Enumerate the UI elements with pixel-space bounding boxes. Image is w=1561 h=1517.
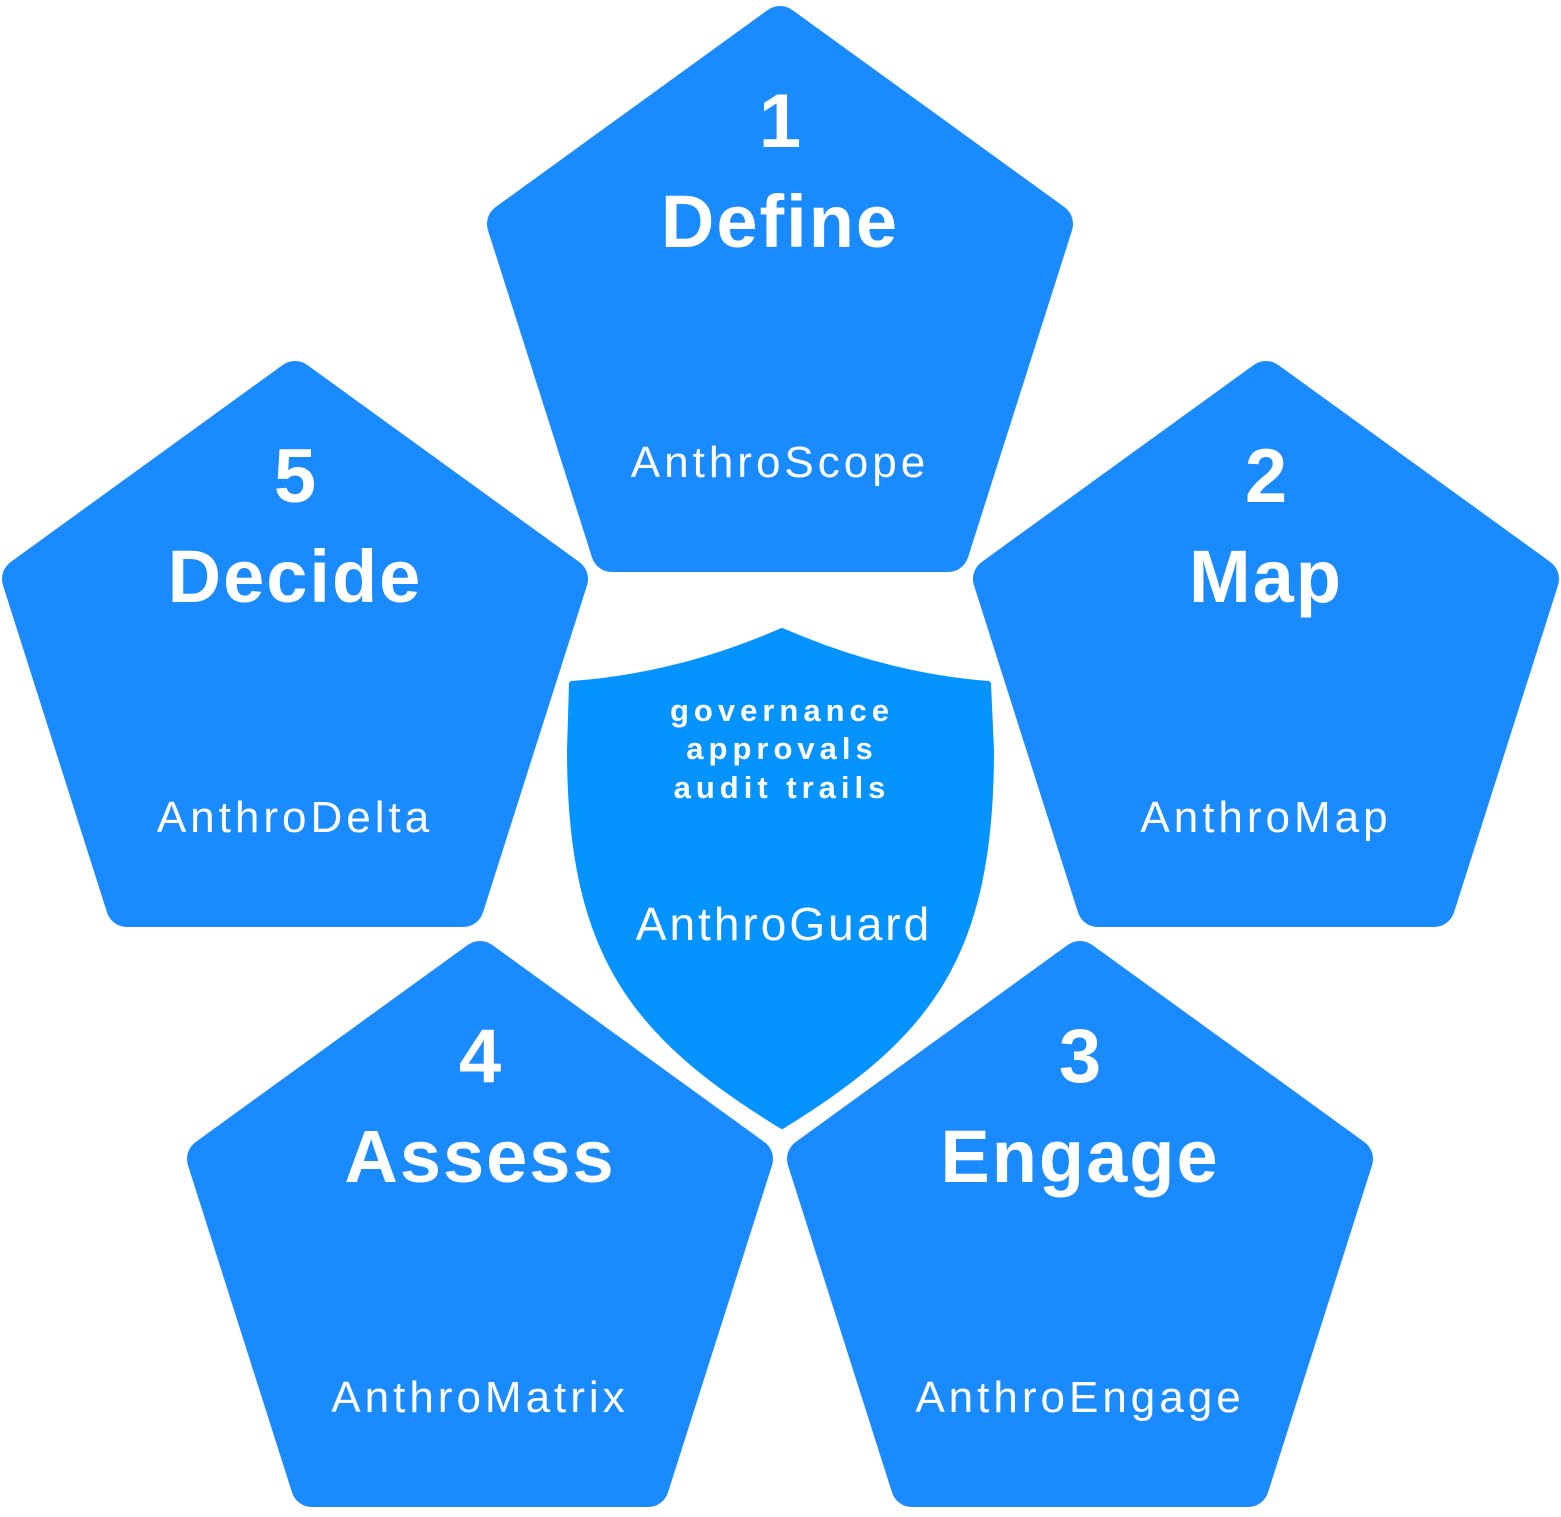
step-number: 4 [459, 1014, 501, 1099]
pentagon-shape [787, 941, 1373, 1507]
shield-product-label: AnthroGuard [636, 898, 932, 950]
shield-shape [567, 628, 994, 1129]
step-product: AnthroMap [1140, 793, 1391, 842]
shield-line-audit-trails: audit trails [674, 770, 891, 805]
pentagon-shape [973, 361, 1559, 927]
step-product: AnthroDelta [157, 793, 433, 842]
step-product: AnthroMatrix [331, 1373, 628, 1422]
pentagon-shape [2, 361, 588, 927]
step-title: Assess [344, 1115, 615, 1198]
step-title: Decide [168, 535, 423, 618]
governance-shield: governance approvals audit trails Anthro… [567, 628, 994, 1129]
step-title: Engage [940, 1115, 1219, 1198]
step-product: AnthroEngage [915, 1373, 1244, 1422]
pentagon-shape [187, 941, 773, 1507]
shield-line-governance: governance [670, 693, 894, 728]
step-title: Define [661, 180, 899, 263]
step-title: Map [1189, 535, 1343, 618]
step-number: 5 [274, 434, 316, 519]
step-number: 1 [759, 79, 801, 164]
shield-line-approvals: approvals [686, 731, 877, 766]
pentagon-shape [487, 6, 1073, 572]
step-number: 2 [1245, 434, 1287, 519]
step-number: 3 [1059, 1014, 1101, 1099]
step-product: AnthroScope [631, 438, 929, 487]
